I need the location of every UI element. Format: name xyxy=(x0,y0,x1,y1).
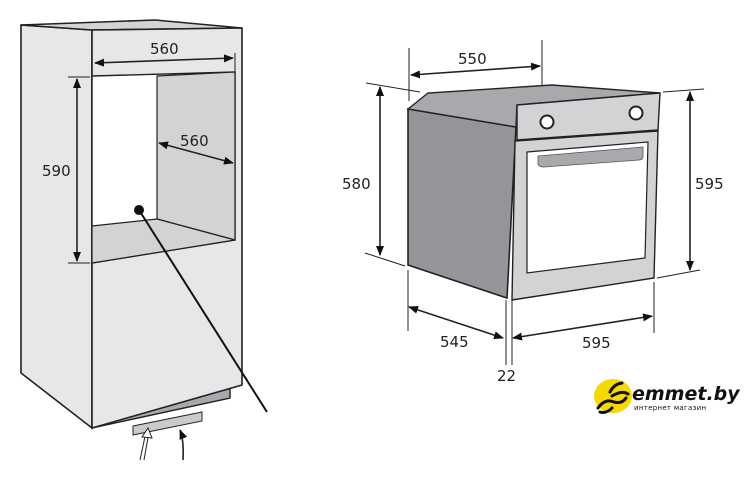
airflow-curved-arrow-icon xyxy=(179,429,188,461)
oven-knob-right xyxy=(628,105,644,121)
oven-door-handle xyxy=(537,146,644,168)
oven-knob-left xyxy=(539,114,555,130)
panel-thickness-label: 22 xyxy=(497,367,516,385)
airflow-arrowhead-icon xyxy=(141,426,153,439)
logo-name: emmet.by xyxy=(632,383,741,405)
cabinet-drawing xyxy=(20,19,268,461)
oven-body-height-label: 580 xyxy=(342,175,371,193)
cabinet-height-label: 590 xyxy=(42,162,71,180)
oven-side xyxy=(407,108,517,300)
oven-dimensions: 550 580 595 545 595 22 xyxy=(342,40,724,385)
oven-depth-top-label: 550 xyxy=(458,50,487,68)
opening-floor xyxy=(91,218,236,264)
cabinet-dimensions: 560 590 560 xyxy=(42,40,236,264)
plinth-vent xyxy=(132,411,203,436)
logo-ant-icon xyxy=(596,381,630,414)
cabinet-depth-label: 560 xyxy=(180,132,209,150)
oven-front-height-label: 595 xyxy=(695,175,724,193)
emmet-logo: emmet.by интернет магазин xyxy=(594,379,741,414)
logo-tagline: интернет магазин xyxy=(634,404,706,412)
oven-drawing xyxy=(406,84,661,301)
power-cable xyxy=(138,209,268,413)
oven-front-width-label: 595 xyxy=(582,334,611,352)
oven-control-panel xyxy=(516,92,661,141)
oven-body-depth-label: 545 xyxy=(440,333,469,351)
cabinet-width-label: 560 xyxy=(150,40,179,58)
oven-window xyxy=(526,141,649,274)
cabinet-side xyxy=(20,24,93,430)
opening-back-wall xyxy=(156,71,236,241)
